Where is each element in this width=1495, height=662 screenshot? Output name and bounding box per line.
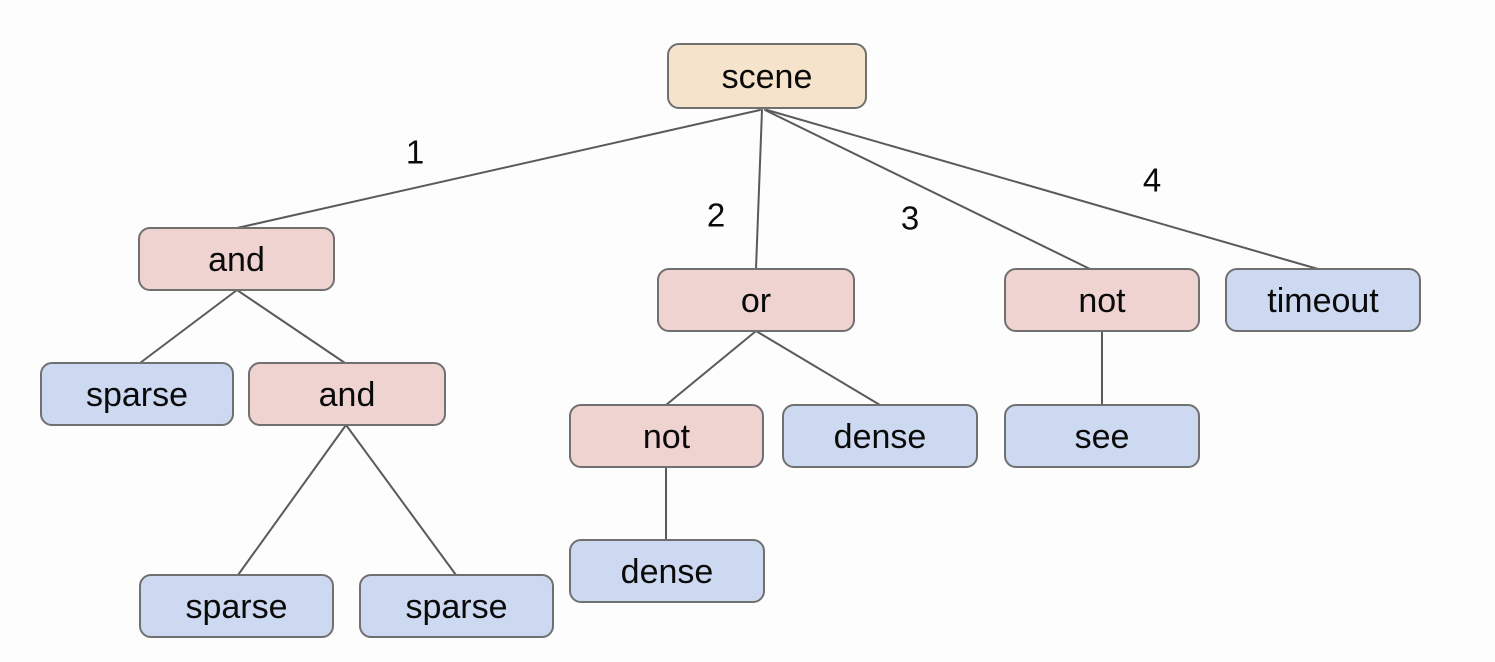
node-label-timeout: timeout (1267, 282, 1379, 320)
tree-node-not2[interactable]: not (1004, 268, 1200, 332)
node-box-scene (667, 43, 867, 109)
tree-node-see[interactable]: see (1004, 404, 1200, 468)
node-label-sparse3: sparse (405, 588, 507, 626)
node-label-or1: or (741, 282, 771, 320)
edge-labels-layer: 1 2 3 4 (406, 134, 1161, 237)
node-label-see: see (1075, 418, 1130, 456)
node-box-or1 (657, 268, 855, 332)
node-box-not1 (569, 404, 764, 468)
tree-node-dense2[interactable]: dense (569, 539, 765, 603)
tree-node-or1[interactable]: or (657, 268, 855, 332)
node-label-scene: scene (722, 58, 813, 96)
node-box-sparse3 (359, 574, 554, 638)
tree-node-and2[interactable]: and (248, 362, 446, 426)
tree-edge-scene-to-timeout (766, 109, 1319, 270)
nodes-layer: scene and or not timeout sparse and not dense see… (40, 43, 1421, 638)
tree-node-not1[interactable]: not (569, 404, 764, 468)
node-label-not2: not (1078, 282, 1126, 320)
edge-label-3: 3 (901, 200, 919, 237)
tree-edge-scene-to-and1 (236, 109, 761, 229)
tree-edge-and2-to-sparse2 (237, 424, 347, 576)
tree-node-and1[interactable]: and (138, 227, 335, 291)
node-label-and1: and (208, 241, 265, 279)
tree-edge-or1-to-not1 (665, 330, 757, 406)
edge-label-2: 2 (707, 197, 725, 234)
node-box-see (1004, 404, 1200, 468)
node-box-dense2 (569, 539, 765, 603)
node-label-not1: not (643, 418, 691, 456)
node-label-and2: and (319, 376, 376, 414)
node-box-dense1 (782, 404, 978, 468)
tree-node-sparse2[interactable]: sparse (139, 574, 334, 638)
tree-edge-and1-to-and2 (236, 289, 346, 364)
node-label-dense1: dense (834, 418, 927, 456)
tree-edge-and1-to-sparse1 (139, 289, 238, 364)
edge-label-1: 1 (406, 134, 424, 171)
node-box-timeout (1225, 268, 1421, 332)
tree-edge-or1-to-dense1 (755, 330, 881, 406)
tree-node-sparse3[interactable]: sparse (359, 574, 554, 638)
edge-label-4: 4 (1143, 162, 1161, 199)
tree-edge-scene-to-or1 (755, 109, 763, 270)
node-box-not2 (1004, 268, 1200, 332)
node-label-dense2: dense (621, 553, 714, 591)
tree-node-timeout[interactable]: timeout (1225, 268, 1421, 332)
node-box-sparse2 (139, 574, 334, 638)
tree-node-dense1[interactable]: dense (782, 404, 978, 468)
node-label-sparse1: sparse (86, 376, 188, 414)
node-box-and1 (138, 227, 335, 291)
node-box-and2 (248, 362, 446, 426)
tree-edge-scene-to-not2 (764, 109, 1091, 270)
tree-node-scene[interactable]: scene (667, 43, 867, 109)
node-label-sparse2: sparse (185, 588, 287, 626)
tree-node-sparse1[interactable]: sparse (40, 362, 234, 426)
node-box-sparse1 (40, 362, 234, 426)
tree-edge-and2-to-sparse3 (345, 424, 457, 576)
edges-layer (139, 109, 1319, 576)
